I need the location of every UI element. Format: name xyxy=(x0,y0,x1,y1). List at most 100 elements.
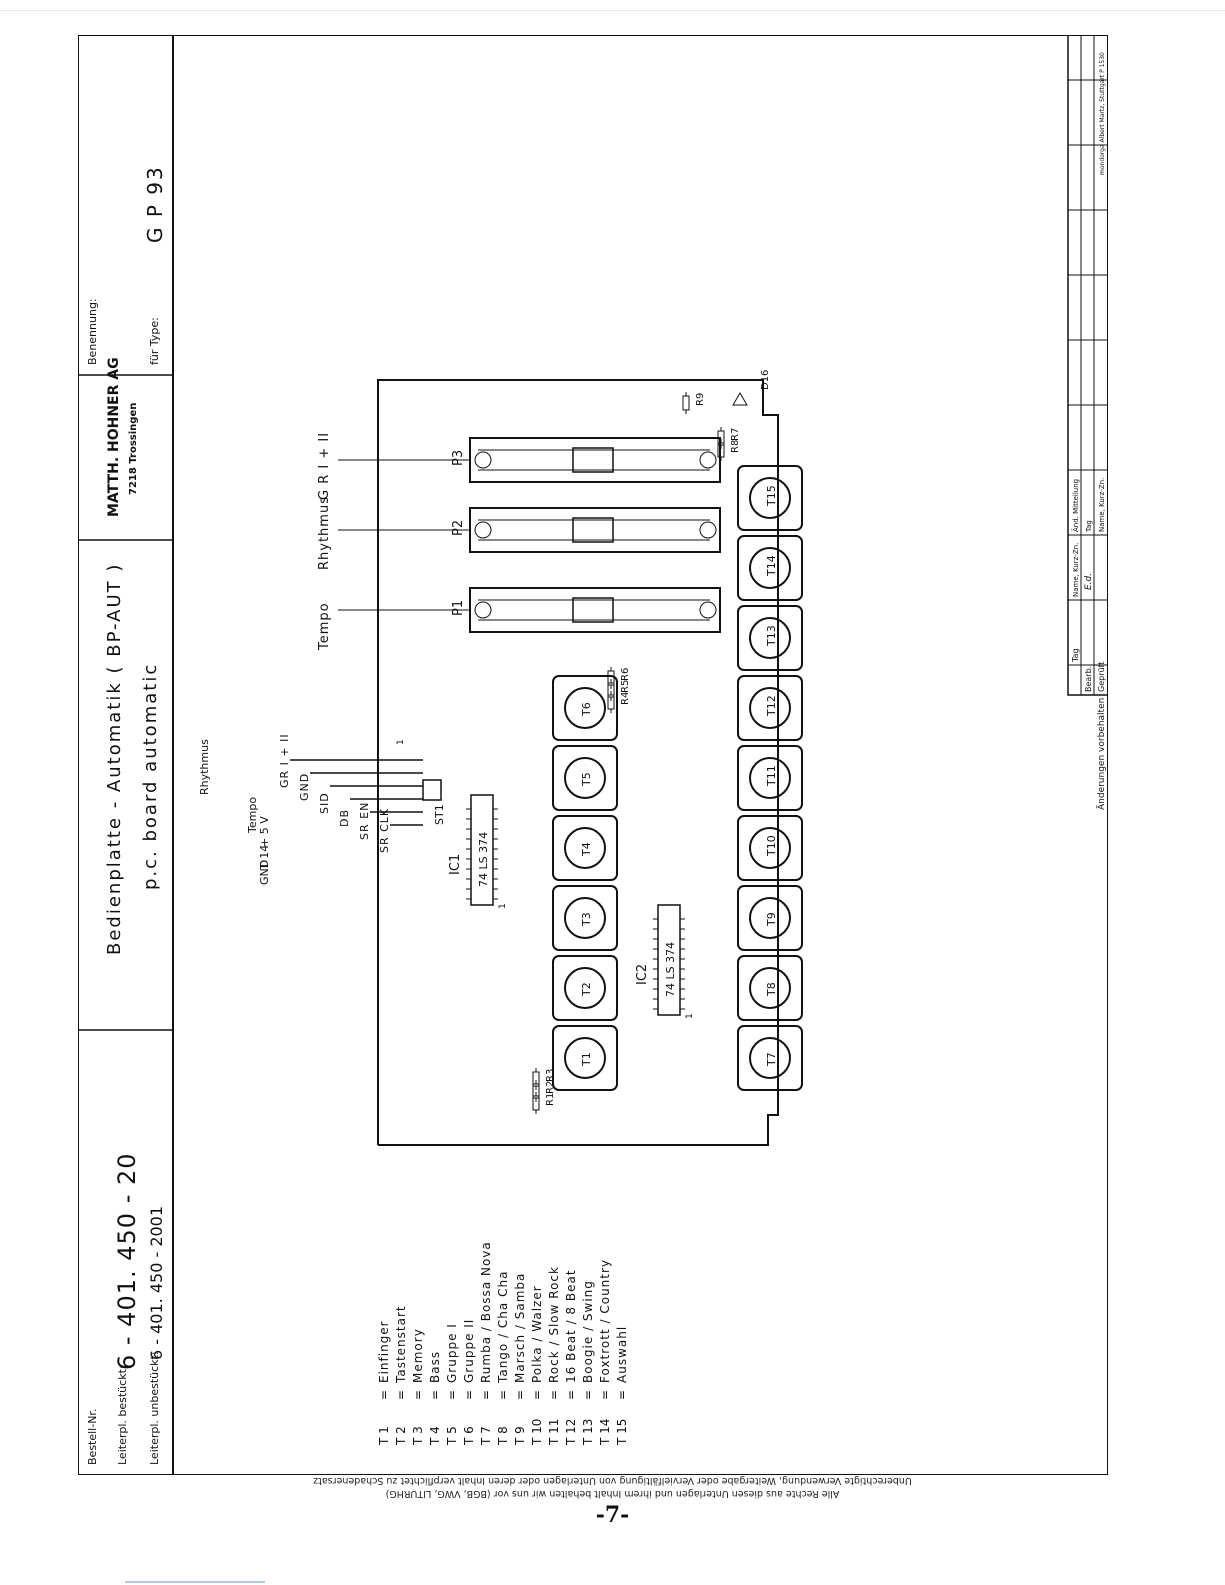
legend-eq-1: = xyxy=(394,1390,408,1400)
rev-header-name: Name, Kurz-Zn. xyxy=(1072,543,1080,597)
unbestueckt-label: Leiterpl. unbestückt: xyxy=(148,1351,161,1465)
legend-key-7: T 8 xyxy=(496,1426,510,1446)
legend-eq-2: = xyxy=(411,1390,425,1400)
resistor-r7: R7 xyxy=(717,427,741,449)
legend-value-8: Marsch / Samba xyxy=(513,1273,527,1383)
pcb-outline xyxy=(377,379,779,1146)
left-label-1: Tempo xyxy=(246,797,259,834)
button-label-t1: T1 xyxy=(580,1052,593,1067)
legend-key-8: T 9 xyxy=(513,1426,527,1446)
legend-value-2: Memory xyxy=(411,1328,425,1383)
button-label-t13: T13 xyxy=(765,625,778,647)
legend-eq-4: = xyxy=(445,1390,459,1400)
resistor-r6: R6 xyxy=(607,667,631,689)
printer-mark: mondorga Albert Martz, Stuttgart P 1530 xyxy=(1099,52,1106,175)
company-name: MATTH. HOHNER AG xyxy=(106,357,122,517)
resistor-r3-label: R3 xyxy=(545,1069,556,1082)
legend-key-0: T 1 xyxy=(377,1426,391,1446)
drawing-sheet: Bestell-Nr. Leiterpl. bestückt: 6 - 401.… xyxy=(77,34,1109,1476)
pin-label-5: SR CLK xyxy=(378,808,391,853)
button-label-t7: T7 xyxy=(765,1052,778,1067)
button-t3: T3 xyxy=(552,885,618,951)
legend-key-5: T 6 xyxy=(462,1426,476,1446)
legend-value-14: Auswahl xyxy=(615,1326,629,1383)
legend-value-5: Gruppe II xyxy=(462,1319,476,1383)
resistor-r7-label: R7 xyxy=(730,428,741,441)
unbestueckt-value: 6 - 401. 450 - 2001 xyxy=(147,1206,166,1360)
sheet-frame xyxy=(77,34,1109,1476)
button-t13: T13 xyxy=(737,605,803,671)
legend-eq-7: = xyxy=(496,1390,510,1400)
drawing-svg: Bestell-Nr. Leiterpl. bestückt: 6 - 401.… xyxy=(77,34,1109,1476)
legend-eq-10: = xyxy=(547,1390,561,1400)
button-label-t4: T4 xyxy=(580,842,593,857)
resistor-r9-label: R9 xyxy=(695,393,706,406)
button-t10: T10 xyxy=(737,815,803,881)
legend-value-9: Polka / Walzer xyxy=(530,1285,544,1383)
ic-part-ic1: 74 LS 374 xyxy=(477,832,490,887)
legend-eq-3: = xyxy=(428,1390,442,1400)
pin-label-3: DB xyxy=(338,809,351,827)
button-label-t12: T12 xyxy=(765,695,778,717)
diode-d16: D16 xyxy=(732,370,771,406)
rev-header-name2: Name, Kurz-Zn. xyxy=(1098,478,1106,532)
pot-label-p2: Rhythmus xyxy=(317,496,332,570)
bestueckt-value: 6 - 401. 450 - 20 xyxy=(113,1152,141,1370)
legend-key-3: T 4 xyxy=(428,1426,442,1446)
legend-value-0: Einfinger xyxy=(377,1320,391,1383)
legend-key-6: T 7 xyxy=(479,1426,493,1446)
legend-value-12: Boogie / Swing xyxy=(581,1280,595,1383)
diode-label: D16 xyxy=(760,370,771,390)
bestueckt-label: Leiterpl. bestückt: xyxy=(116,1365,129,1465)
resistor-r4-label: R4 xyxy=(620,692,631,705)
legend-key-14: T 15 xyxy=(615,1419,629,1446)
pin-label-4: SR EN xyxy=(358,802,371,840)
resistor-r3: R3 xyxy=(532,1068,556,1090)
legend-eq-0: = xyxy=(377,1390,391,1400)
legend-key-4: T 5 xyxy=(445,1426,459,1446)
button-t14: T14 xyxy=(737,535,803,601)
legend-key-1: T 2 xyxy=(394,1426,408,1446)
button-t6: T6 xyxy=(552,675,618,741)
legend-value-1: Tastenstart xyxy=(394,1305,408,1384)
ic-id-ic2: IC2 xyxy=(635,964,650,985)
description-en: p.c. board automatic xyxy=(140,663,161,890)
legend-eq-11: = xyxy=(564,1390,578,1400)
button-label-t10: T10 xyxy=(765,835,778,857)
company-city: 7218 Trossingen xyxy=(128,403,139,495)
pin-label-0: GR I + II xyxy=(278,733,291,788)
benennung-label: Benennung: xyxy=(86,298,99,365)
page-number: -7- xyxy=(595,1502,630,1528)
button-label-t5: T5 xyxy=(580,772,593,787)
type-label: für Type: xyxy=(148,317,161,365)
description-de: Bedienplatte - Automatik ( BP-AUT ) xyxy=(104,563,125,955)
resistor-r2: R2 xyxy=(532,1080,556,1102)
button-t1: T1 xyxy=(552,1025,618,1091)
button-label-t3: T3 xyxy=(580,912,593,927)
button-t12: T12 xyxy=(737,675,803,741)
legal-notice-1: Unberechtigte Verwendung, Weitergabe ode… xyxy=(313,1475,912,1486)
ic-pin1-ic1: 1 xyxy=(498,903,508,909)
left-label-4: GND xyxy=(258,860,271,885)
resistor-r9: R9 xyxy=(682,392,706,414)
pot-id-p3: P3 xyxy=(451,450,466,466)
button-label-t9: T9 xyxy=(765,912,778,927)
rev-header-tag: Tag xyxy=(1071,648,1080,663)
page-edge-marker xyxy=(125,1581,265,1583)
resistor-r1: R1 xyxy=(532,1092,556,1114)
legend-eq-14: = xyxy=(615,1390,629,1400)
rev-header-mitteilung: Änd. Mitteilung xyxy=(1071,479,1080,532)
initials: E.d. xyxy=(1084,573,1094,590)
legend-eq-8: = xyxy=(513,1390,527,1400)
legend-key-12: T 13 xyxy=(581,1419,595,1446)
connector-body xyxy=(422,779,442,801)
pot-id-p1: P1 xyxy=(451,600,466,616)
legend-value-4: Gruppe I xyxy=(445,1323,459,1383)
